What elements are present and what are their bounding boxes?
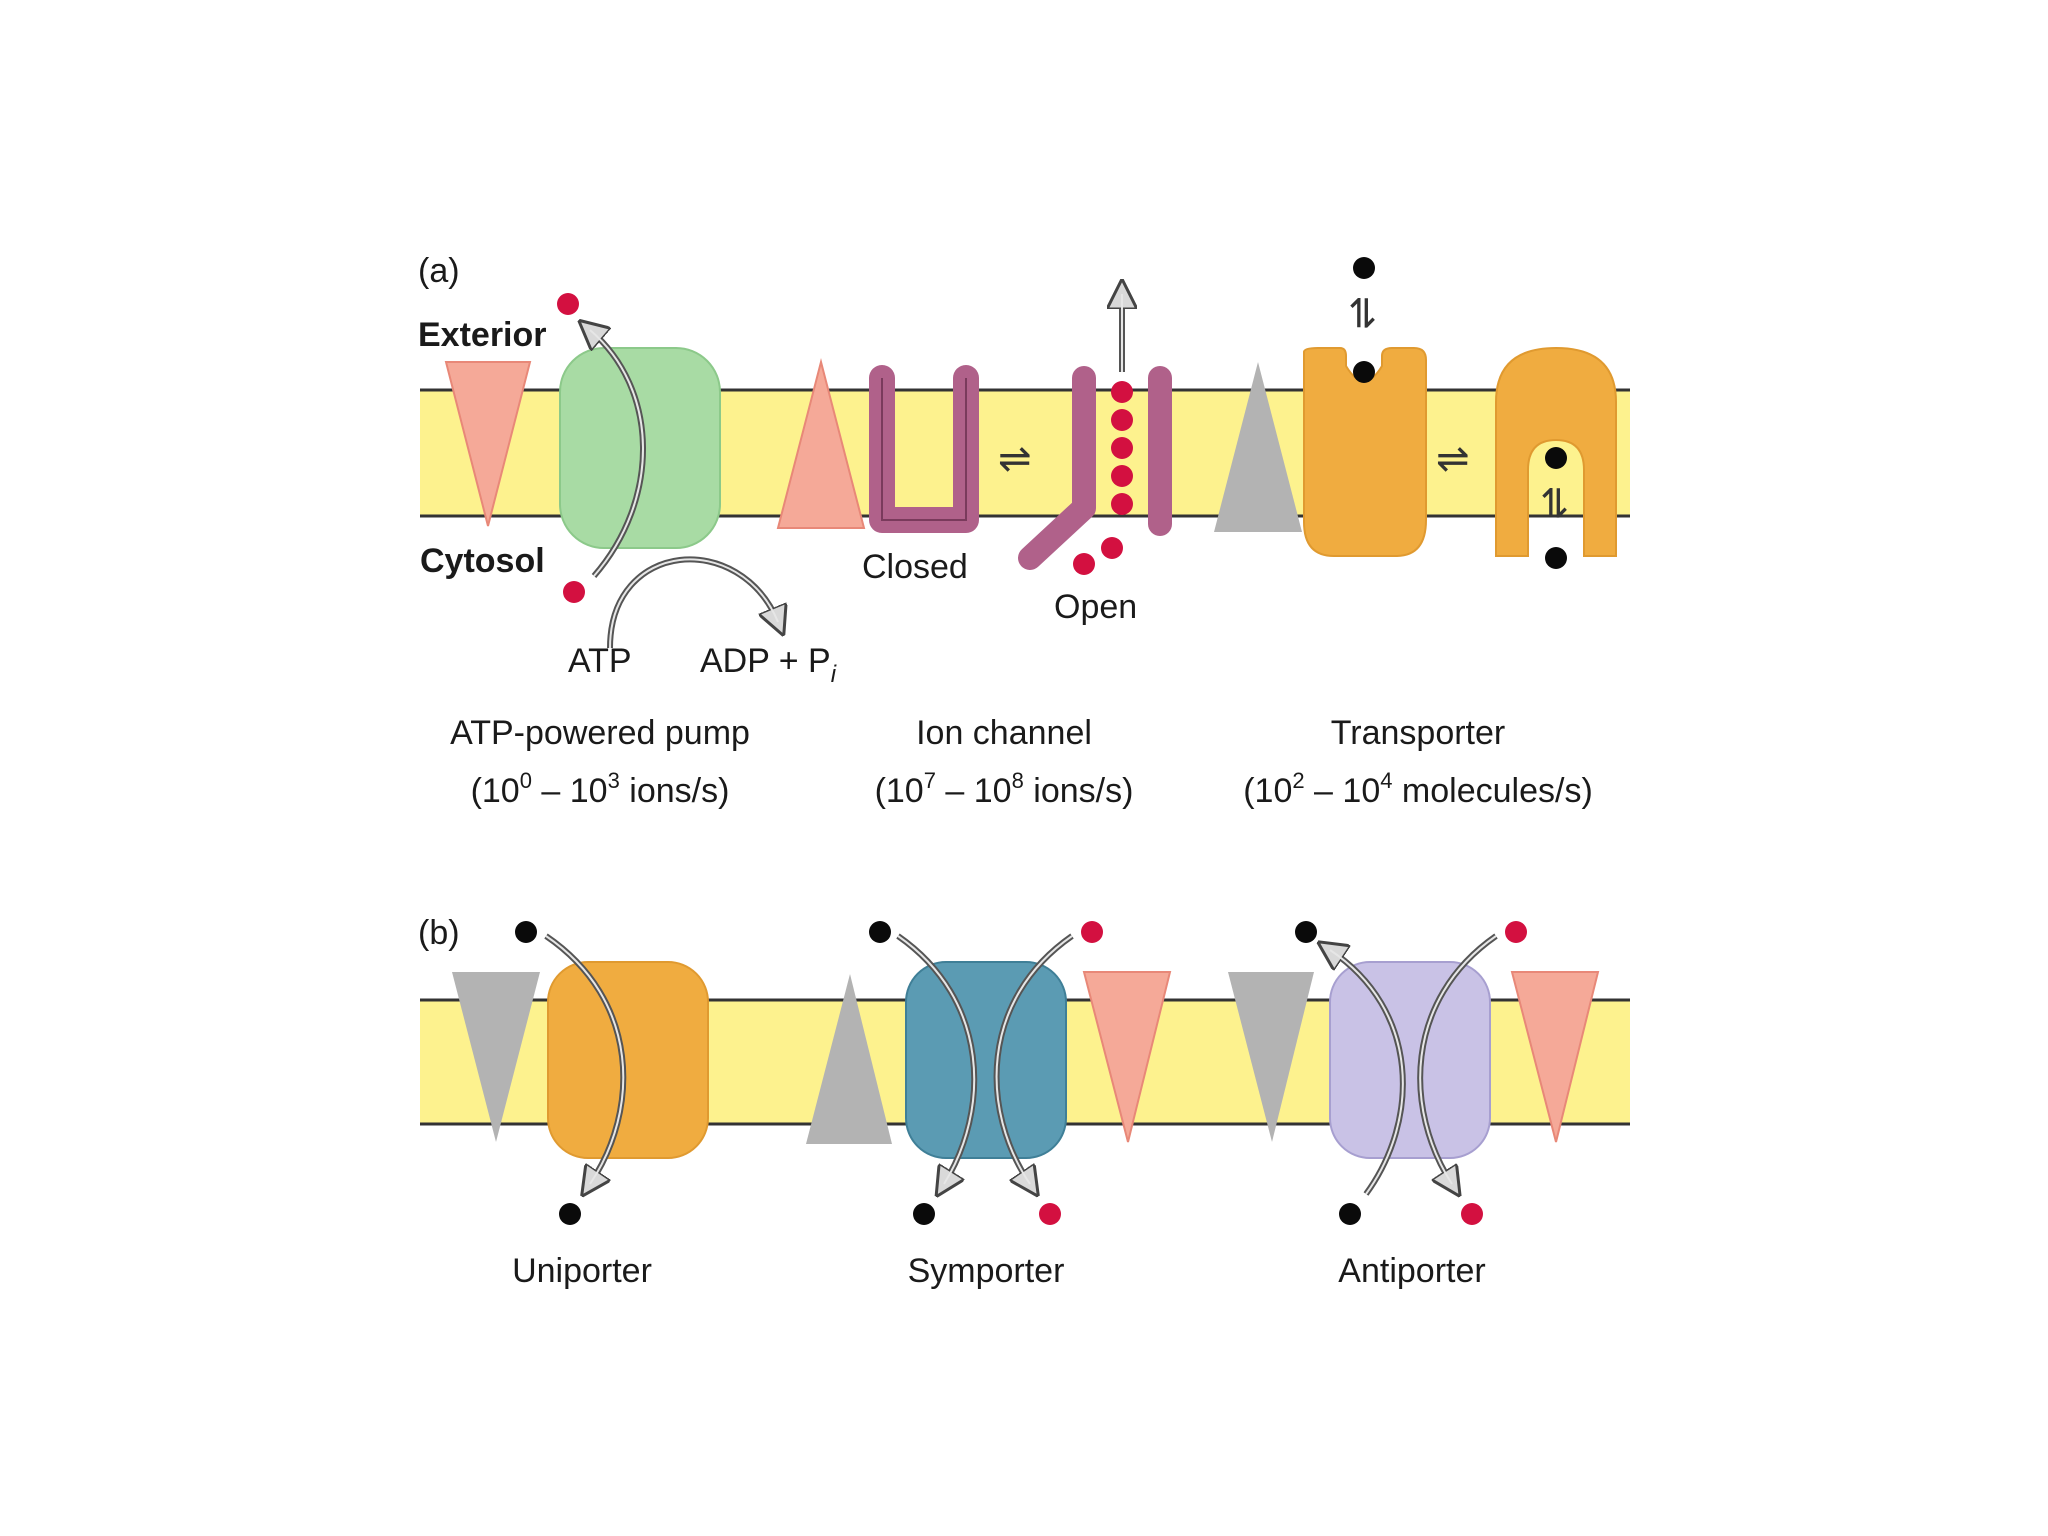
antiporter-protein	[1329, 961, 1491, 1159]
black-solute	[1353, 257, 1375, 279]
pump-rate-post: ions/s)	[620, 772, 730, 810]
equilibrium-arrow: ⇌	[1436, 436, 1470, 482]
gray-triangle	[452, 972, 540, 1142]
transporter-rate-post: molecules/s)	[1392, 772, 1592, 810]
channel-rate-sup1: 7	[924, 768, 936, 793]
adp-text: ADP + P	[700, 642, 831, 680]
equilibrium-arrow: ⇌	[998, 436, 1032, 482]
equilibrium-arrow: ⇌	[1340, 296, 1386, 330]
uniporter: Uniporter	[452, 921, 709, 1290]
closed-label: Closed	[862, 548, 968, 586]
black-solute	[559, 1203, 581, 1225]
red-ion	[1505, 921, 1527, 943]
uniporter-protein	[547, 961, 709, 1159]
ion-channel: Closed ⇌ Open	[776, 294, 1172, 626]
red-ion	[1461, 1203, 1483, 1225]
gray-triangle	[1214, 362, 1302, 532]
red-ion	[563, 581, 585, 603]
transporter-inward	[1495, 346, 1617, 557]
atp-hydrolysis-arrow	[607, 556, 778, 649]
antiporter: Antiporter	[1228, 921, 1600, 1290]
panel-b-label: (b)	[418, 914, 460, 952]
symporter: Symporter	[806, 921, 1172, 1290]
transporter-title: Transporter	[1331, 714, 1505, 752]
antiporter-label: Antiporter	[1338, 1252, 1485, 1290]
pump-rate: (100 – 103 ions/s)	[471, 768, 730, 810]
black-solute	[1545, 547, 1567, 569]
closed-channel-outline	[881, 378, 967, 521]
symporter-label: Symporter	[908, 1252, 1065, 1290]
adp-subscript: i	[831, 661, 837, 688]
salmon-triangle	[1082, 971, 1172, 1143]
red-ion	[1101, 537, 1123, 559]
channel-rate: (107 – 108 ions/s)	[875, 768, 1134, 810]
red-ion	[1039, 1203, 1061, 1225]
pump-rate-sup2: 3	[608, 768, 620, 793]
symporter-arrow-right-inner	[995, 935, 1073, 1185]
antiporter-arrow-in-inner	[1419, 935, 1497, 1185]
black-solute	[1295, 921, 1317, 943]
symporter-protein	[905, 961, 1067, 1159]
black-solute	[1353, 361, 1375, 383]
transporter-rate-mid: – 10	[1305, 772, 1381, 810]
channel-rate-pre: (10	[875, 772, 924, 810]
black-solute	[1545, 447, 1567, 469]
uniporter-arrow-inner	[545, 935, 625, 1185]
adp-label: ADP + Pi	[700, 642, 837, 688]
cytosol-label: Cytosol	[420, 542, 545, 580]
pump-title: ATP-powered pump	[450, 714, 750, 752]
red-ion	[1081, 921, 1103, 943]
transporter-rate: (102 – 104 molecules/s)	[1243, 768, 1593, 810]
channel-rate-mid: – 10	[936, 772, 1012, 810]
salmon-triangle	[1510, 971, 1600, 1143]
red-ion	[1111, 437, 1133, 459]
symporter-arrow-left-inner	[897, 935, 976, 1185]
black-solute	[1339, 1203, 1361, 1225]
panel-a: (a) Exterior Cytosol ATP ADP + Pi Closed	[418, 252, 1630, 810]
exterior-label: Exterior	[418, 316, 547, 354]
atp-hydrolysis-arrow-inner	[609, 558, 779, 649]
salmon-triangle	[776, 358, 866, 529]
equilibrium-arrow: ⇌	[1532, 486, 1578, 520]
pump-rate-pre: (10	[471, 772, 520, 810]
pump-rate-sup1: 0	[520, 768, 532, 793]
salmon-triangle	[444, 361, 532, 527]
uniporter-label: Uniporter	[512, 1252, 652, 1290]
transporter-rate-sup1: 2	[1292, 768, 1304, 793]
transporter-rate-pre: (10	[1243, 772, 1292, 810]
red-ion	[1111, 465, 1133, 487]
channel-rate-post: ions/s)	[1024, 772, 1134, 810]
transporter-outward	[1303, 347, 1427, 557]
pump-rate-mid: – 10	[532, 772, 608, 810]
open-label: Open	[1054, 588, 1137, 626]
channel-rate-sup2: 8	[1012, 768, 1024, 793]
black-solute	[913, 1203, 935, 1225]
panel-a-label: (a)	[418, 252, 460, 290]
transporter: ⇌ ⇌ ⇌	[1214, 257, 1617, 569]
gray-triangle	[806, 974, 892, 1144]
gray-triangle	[1228, 972, 1314, 1142]
panel-b: (b) Uniporter Symporter	[418, 914, 1630, 1290]
black-solute	[869, 921, 891, 943]
red-ion	[1111, 381, 1133, 403]
red-ion	[557, 293, 579, 315]
open-channel-left	[1018, 366, 1096, 570]
channel-title: Ion channel	[916, 714, 1092, 752]
atp-label: ATP	[568, 642, 632, 680]
red-ion	[1111, 409, 1133, 431]
red-ion	[1111, 493, 1133, 515]
black-solute	[515, 921, 537, 943]
antiporter-arrow-out-inner	[1329, 949, 1404, 1195]
pump-protein	[559, 347, 721, 549]
red-ion	[1073, 553, 1095, 575]
atp-pump: ATP ADP + Pi	[444, 293, 837, 688]
pump-transport-arrow-inner	[589, 329, 644, 577]
transporter-rate-sup2: 4	[1380, 768, 1392, 793]
